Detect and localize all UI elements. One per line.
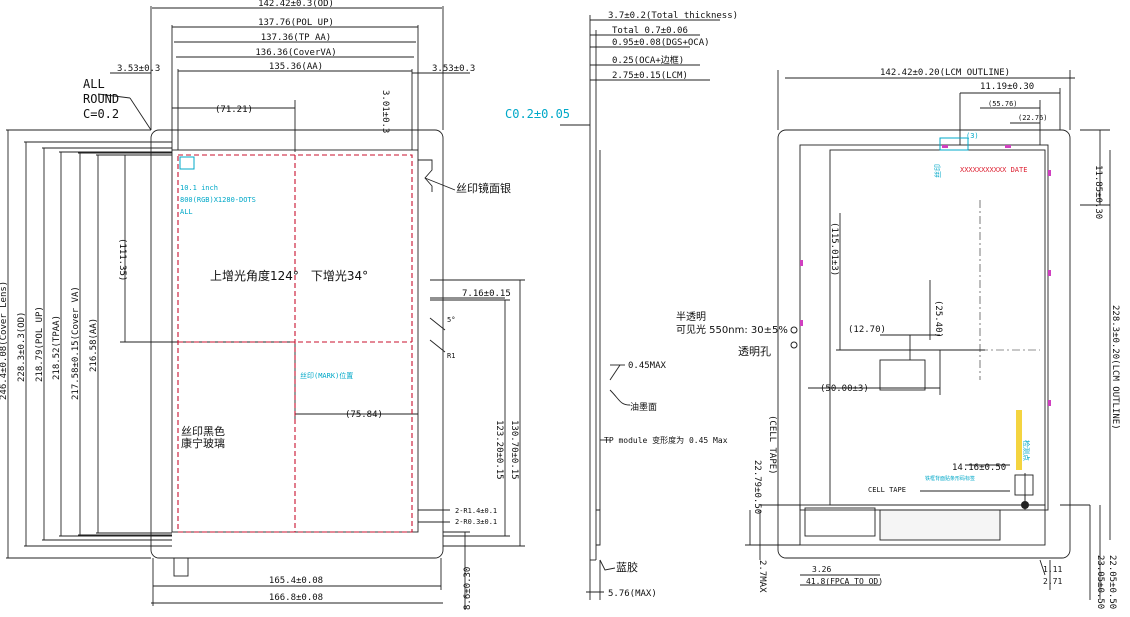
back-dim-5576: (55.76) [988, 100, 1018, 108]
gap-label: C0.2±0.05 [505, 107, 570, 121]
dim-tp: 137.36(TP AA) [261, 33, 331, 43]
back-dim-2205: 22.05±0.50 [1107, 555, 1117, 609]
back-dim-3: (3) [966, 132, 979, 140]
dim-left-4: 218.52(TPAA) [52, 315, 62, 380]
back-dim-271: 2.71 [1043, 577, 1062, 586]
margin-left: 3.53±0.3 [117, 64, 160, 74]
red-label: XXXXXXXXXXX DATE [960, 166, 1027, 174]
transparent-hole: 透明孔 [738, 345, 771, 358]
dim-716: 7.16±0.15 [462, 289, 511, 299]
back-dim-127: (12.70) [848, 325, 886, 335]
thick-5: 2.75±0.15(LCM) [612, 71, 688, 81]
thick-3: 0.95±0.08(DGS+OCA) [612, 38, 710, 48]
thick-1: 3.7±0.2(Total thickness) [608, 11, 738, 21]
cyan-label-3: ALL [180, 208, 193, 216]
back-dim-254: (25.40) [933, 300, 943, 338]
back-dim-50: (50.00±3) [820, 384, 869, 394]
back-dim-tape: (CELL TAPE) [767, 415, 777, 475]
center-small: 丝印(MARK)位置 [300, 371, 353, 380]
back-dim-2276: (22.76) [1018, 114, 1048, 122]
tp-note: TP module 变形度为 0.45 Max [604, 435, 728, 445]
dim-aa: 135.36(AA) [269, 62, 323, 72]
cell-tape: CELL TAPE [868, 486, 906, 494]
dim-cover: 136.36(CoverVA) [255, 48, 336, 58]
cyan-label-back: 丝印 [933, 164, 942, 178]
cyan-label-4: 检测点 [1022, 440, 1031, 461]
back-dim-27: 2.7MAX [757, 560, 767, 593]
back-dim-115: (115.01±3) [829, 222, 839, 276]
back-dim-top: 142.42±0.20(LCM OUTLINE) [880, 68, 1010, 78]
back-dim-111: 1.11 [1043, 565, 1062, 574]
dim-od: 142.42±0.3(OD) [258, 0, 334, 9]
dim-bottom-1: 165.4±0.08 [269, 576, 323, 586]
back-dim-227: 22.79±0.50 [752, 460, 762, 514]
bottom-label: 5.76(MAX) [608, 589, 657, 599]
back-dim-right: 228.3±0.20(LCM OUTLINE) [1110, 305, 1120, 430]
dim-right-2: 123.20±0.15 [494, 420, 504, 480]
max-label: 0.45MAX [628, 361, 667, 371]
view-angle: 上增光角度124° 下增光34° [210, 268, 368, 283]
hole-1: 2-R1.4±0.1 [455, 507, 497, 515]
corner-note-2: ROUND [83, 92, 119, 106]
glue-label: 蓝胶 [616, 560, 638, 574]
back-dim-326: 3.26 [812, 565, 831, 574]
corner-note-3: C=0.2 [83, 107, 119, 121]
silk-mirror: 丝印镜面银 [456, 181, 511, 195]
dim-3: 3.01±0.3 [380, 90, 390, 133]
dim-pol: 137.76(POL UP) [258, 18, 334, 28]
dim-left-3: 218.79(POL UP) [35, 306, 45, 382]
semi-2: 可见光 550nm: 30±5% [676, 323, 788, 336]
hole-2: 2-R0.3±0.1 [455, 518, 497, 526]
thick-4: 0.25(OCA+边框) [612, 54, 684, 66]
angle-5: 5° [447, 316, 455, 324]
back-dim-1185: 11.85±0.30 [1093, 165, 1103, 219]
back-dim-2305: 23.05±0.50 [1095, 555, 1105, 609]
dim-right-1: 130.70±0.15 [509, 420, 519, 480]
silk-black: 丝印黑色 [181, 424, 225, 438]
cyan-label-1: 10.1 inch [180, 184, 218, 192]
dim-left-2: 228.3±0.3(OD) [17, 312, 27, 382]
glass: 康宁玻璃 [181, 436, 225, 450]
dim-111: (111.35) [117, 238, 127, 281]
dim-71: (71.21) [215, 105, 253, 115]
cyan-label-3: 铁框背面贴条形码标签 [925, 475, 975, 482]
dim-left-5: 217.58±0.15(Cover VA) [71, 286, 81, 400]
dim-75: (75.84) [345, 410, 383, 420]
back-dim-1416: 14.16±0.50 [952, 463, 1006, 473]
dim-bottom-2: 166.8±0.08 [269, 593, 323, 603]
back-dim-418: 41.8(FPCA TO OD) [806, 577, 883, 586]
cyan-label-2: 800(RGB)X1280-DOTS [180, 196, 256, 204]
angle-r1: R1 [447, 352, 455, 360]
dim-left-1: 246.4±0.08(Cover Lens) [0, 281, 9, 400]
oil-label: 油墨面 [630, 401, 657, 413]
thick-2: Total 0.7±0.06 [612, 26, 688, 36]
dim-left-6: 216.58(AA) [89, 318, 99, 372]
dim-8: 8.6±0.30 [463, 567, 473, 610]
margin-right: 3.53±0.3 [432, 64, 475, 74]
corner-note-1: ALL [83, 77, 105, 91]
semi-1: 半透明 [676, 310, 706, 323]
back-dim-1119: 11.19±0.30 [980, 82, 1034, 92]
